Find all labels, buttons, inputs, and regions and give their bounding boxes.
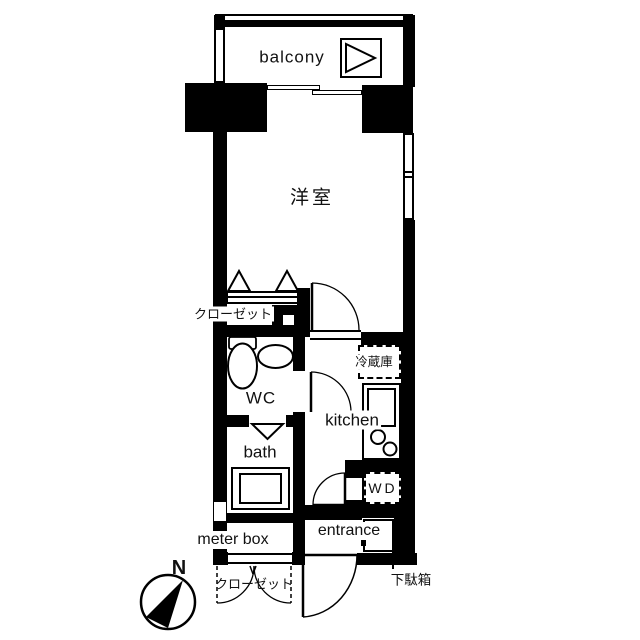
- bathtub-inner: [239, 473, 282, 504]
- washer-dryer-label: WD: [368, 480, 398, 496]
- wall-bottom-right-band: [357, 553, 417, 565]
- western-room-label: 洋室: [289, 187, 335, 209]
- wall-below-room-right: [361, 332, 415, 345]
- wall-bath-meter: [213, 513, 305, 523]
- wall-right-kitchen: [401, 345, 415, 463]
- front-door-swing-arc: [302, 554, 358, 618]
- closet-upper-shelf-line: [228, 296, 297, 298]
- kitchen-door-swing-arc: [312, 472, 346, 506]
- washer-dryer-box: [364, 472, 401, 504]
- partition-hatch-icon: [345, 42, 378, 74]
- entrance-label: entrance: [315, 522, 383, 540]
- balcony-outer-rail: [215, 14, 413, 16]
- pillar-right: [362, 85, 413, 133]
- wall-shoebox-right: [394, 518, 415, 553]
- bath-folding-door-icon: [249, 423, 286, 441]
- closet-lower-door-meet-tick: [249, 565, 254, 575]
- room-window-mullion-a: [403, 171, 414, 173]
- closet-bifold-door-icon: [274, 268, 300, 292]
- kitchen-label: kitchen: [323, 410, 381, 430]
- pillar-left: [185, 83, 267, 132]
- balcony-right-wall: [403, 15, 415, 87]
- closet-lower-label: クローゼット: [214, 576, 294, 592]
- wall-below-closet: [213, 325, 310, 337]
- room-door-swing-arc: [311, 282, 360, 331]
- meter-box-label: meter box: [195, 531, 271, 549]
- stove-burner-icon: [382, 441, 398, 457]
- balcony-rail-bar: [222, 20, 406, 27]
- shoe-cabinet-tick-b: [361, 540, 366, 546]
- wc-label: WC: [245, 388, 277, 408]
- balcony-label: balcony: [259, 47, 325, 67]
- wd-doorway-gap: [346, 478, 362, 500]
- refrigerator-label: 冷蔵庫: [353, 354, 395, 370]
- meter-corner-left: [214, 552, 228, 565]
- closet-lower-door-meet-tick: [252, 565, 257, 575]
- stove-burner-icon: [370, 429, 386, 445]
- bath-label: bath: [243, 442, 277, 462]
- shoe-cabinet-label: 下駄箱: [390, 572, 432, 588]
- compass-needle-icon: [146, 580, 183, 628]
- compass-north-label: N: [171, 557, 187, 579]
- closet-bifold-door-icon: [226, 268, 252, 292]
- toilet-bowl-icon: [227, 342, 258, 390]
- wall-left: [213, 132, 227, 565]
- wc-door-swing-arc: [310, 371, 352, 413]
- meter-threshold: [228, 553, 292, 564]
- wall-bath-right: [293, 427, 305, 557]
- room-window-mullion-b: [403, 176, 414, 178]
- toilet-lid-icon: [257, 344, 294, 369]
- closet-corner-notch: [283, 315, 294, 325]
- wall-left-vent-gap: [214, 502, 226, 521]
- closet-upper-label: クローゼット: [191, 306, 275, 322]
- wc-doorway-gap: [293, 371, 305, 412]
- sliding-door-pane-right: [312, 90, 362, 95]
- closet-lower-door-arc: [253, 565, 292, 604]
- sliding-door-pane-left: [267, 85, 320, 90]
- wall-right-upper: [403, 220, 415, 333]
- balcony-left-wall-cap: [214, 15, 225, 30]
